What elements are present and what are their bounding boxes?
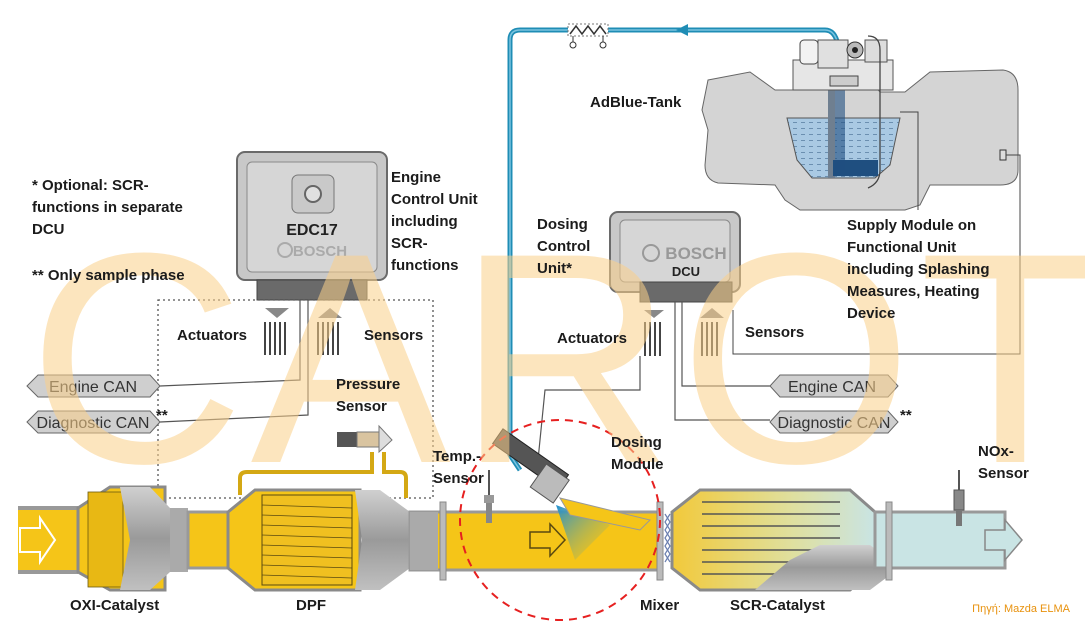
engine-can-tag-left bbox=[26, 374, 161, 398]
dcu-desc-line: Dosing bbox=[537, 216, 588, 233]
temp-sensor-label: Temp.- bbox=[433, 448, 481, 465]
ecu-desc-line: Control Unit bbox=[391, 191, 478, 208]
watermark: CAROTO.GR bbox=[28, 190, 1085, 526]
supply-module-description: Supply Module on Functional Unit includi… bbox=[847, 217, 990, 322]
dcu-io-arrows bbox=[644, 308, 724, 356]
adblue-line bbox=[507, 23, 843, 472]
temp-sensor-label: Sensor bbox=[433, 470, 484, 487]
outflow-arrow-icon bbox=[984, 517, 1023, 563]
mixer-label: Mixer bbox=[640, 597, 679, 614]
adblue-tank-label: AdBlue-Tank bbox=[590, 94, 682, 111]
dosing-module-label: Dosing bbox=[611, 434, 662, 451]
ecu-desc-line: including bbox=[391, 213, 458, 230]
pressure-hose bbox=[238, 452, 408, 498]
supply-desc-line: Functional Unit bbox=[847, 239, 956, 256]
dcu-model: DCU bbox=[672, 264, 700, 279]
dpf bbox=[226, 452, 410, 592]
pressure-sensor-label: Pressure bbox=[336, 376, 400, 393]
ecu-desc-line: Engine bbox=[391, 169, 441, 186]
flow-arrow-icon bbox=[676, 24, 688, 36]
heater-resistor-icon bbox=[567, 23, 609, 49]
scr-catalyst bbox=[670, 488, 890, 592]
oxi-catalyst bbox=[76, 485, 188, 592]
diagnostic-can-label-left: Diagnostic CAN bbox=[37, 415, 150, 432]
ecu-desc-line: functions bbox=[391, 257, 459, 274]
dcu-desc-line: Control bbox=[537, 238, 590, 255]
adblue-tank bbox=[701, 35, 1021, 355]
source-credit: Πηγή: Mazda ELMA bbox=[972, 603, 1070, 615]
ecu-io-arrows bbox=[264, 308, 342, 355]
dcu-brand: BOSCH bbox=[665, 244, 726, 263]
supply-desc-line: including Splashing bbox=[847, 261, 990, 278]
pressure-sensor bbox=[337, 424, 393, 454]
ecu-actuators-label: Actuators bbox=[177, 327, 247, 344]
bosch-logo-icon bbox=[642, 244, 660, 262]
mixer-grid bbox=[664, 513, 671, 563]
nox-sensor bbox=[953, 470, 965, 526]
sample-phase-mark: ** bbox=[900, 407, 912, 424]
exhaust-line bbox=[18, 424, 1023, 592]
note-optional-2: functions in separate bbox=[32, 199, 183, 216]
ecu-brand: BOSCH bbox=[293, 243, 347, 260]
dcu-actuators-label: Actuators bbox=[557, 330, 627, 347]
dosing-module-label: Module bbox=[611, 456, 664, 473]
dosing-highlight-circle bbox=[459, 419, 661, 621]
diagnostic-can-tag-left bbox=[26, 410, 161, 434]
engine-can-label-right: Engine CAN bbox=[788, 379, 876, 396]
ecu-sensors-label: Sensors bbox=[364, 327, 423, 344]
can-right: Engine CAN Diagnostic CAN ** bbox=[769, 374, 912, 434]
dcu-sensors-label: Sensors bbox=[745, 324, 804, 341]
ecu-edc17: EDC17 BOSCH bbox=[236, 151, 388, 301]
dcu: BOSCH DCU bbox=[609, 211, 741, 303]
brace-icon bbox=[867, 35, 881, 189]
inflow-arrow-icon bbox=[19, 514, 57, 566]
note-optional-3: DCU bbox=[32, 221, 65, 238]
supply-desc-line: Measures, Heating bbox=[847, 283, 980, 300]
nox-sensor-label: Sensor bbox=[978, 465, 1029, 482]
oxi-catalyst-label: OXI-Catalyst bbox=[70, 597, 159, 614]
flow-arrow-icon bbox=[529, 522, 567, 558]
bosch-logo-icon bbox=[277, 242, 293, 258]
diagnostic-can-label-right: Diagnostic CAN bbox=[778, 415, 891, 432]
dcu-description: Dosing Control Unit* bbox=[537, 216, 590, 277]
sample-phase-mark: ** bbox=[156, 407, 168, 424]
dpf-label: DPF bbox=[296, 597, 326, 614]
nox-sensor-label: NOx- bbox=[978, 443, 1014, 460]
supply-module bbox=[792, 39, 894, 91]
engine-can-tag-right bbox=[769, 374, 899, 398]
can-left: Engine CAN Diagnostic CAN ** bbox=[26, 374, 168, 434]
spray-cone bbox=[556, 505, 610, 560]
supply-desc-line: Device bbox=[847, 305, 895, 322]
temp-sensor bbox=[484, 470, 494, 523]
notes: * Optional: SCR- functions in separate D… bbox=[32, 177, 185, 284]
dosing-module bbox=[491, 428, 651, 560]
note-sample-phase: ** Only sample phase bbox=[32, 267, 185, 284]
ecu-desc-line: SCR- bbox=[391, 235, 428, 252]
engine-can-label-left: Engine CAN bbox=[49, 379, 137, 396]
pressure-sensor-label: Sensor bbox=[336, 398, 387, 415]
note-optional-1: * Optional: SCR- bbox=[32, 177, 149, 194]
scr-catalyst-label: SCR-Catalyst bbox=[730, 597, 825, 614]
supply-desc-line: Supply Module on bbox=[847, 217, 976, 234]
ecu-description: Engine Control Unit including SCR- funct… bbox=[391, 169, 478, 274]
diagnostic-can-tag-right bbox=[769, 410, 899, 434]
ecu-model: EDC17 bbox=[286, 222, 338, 239]
dcu-desc-line: Unit* bbox=[537, 260, 572, 277]
